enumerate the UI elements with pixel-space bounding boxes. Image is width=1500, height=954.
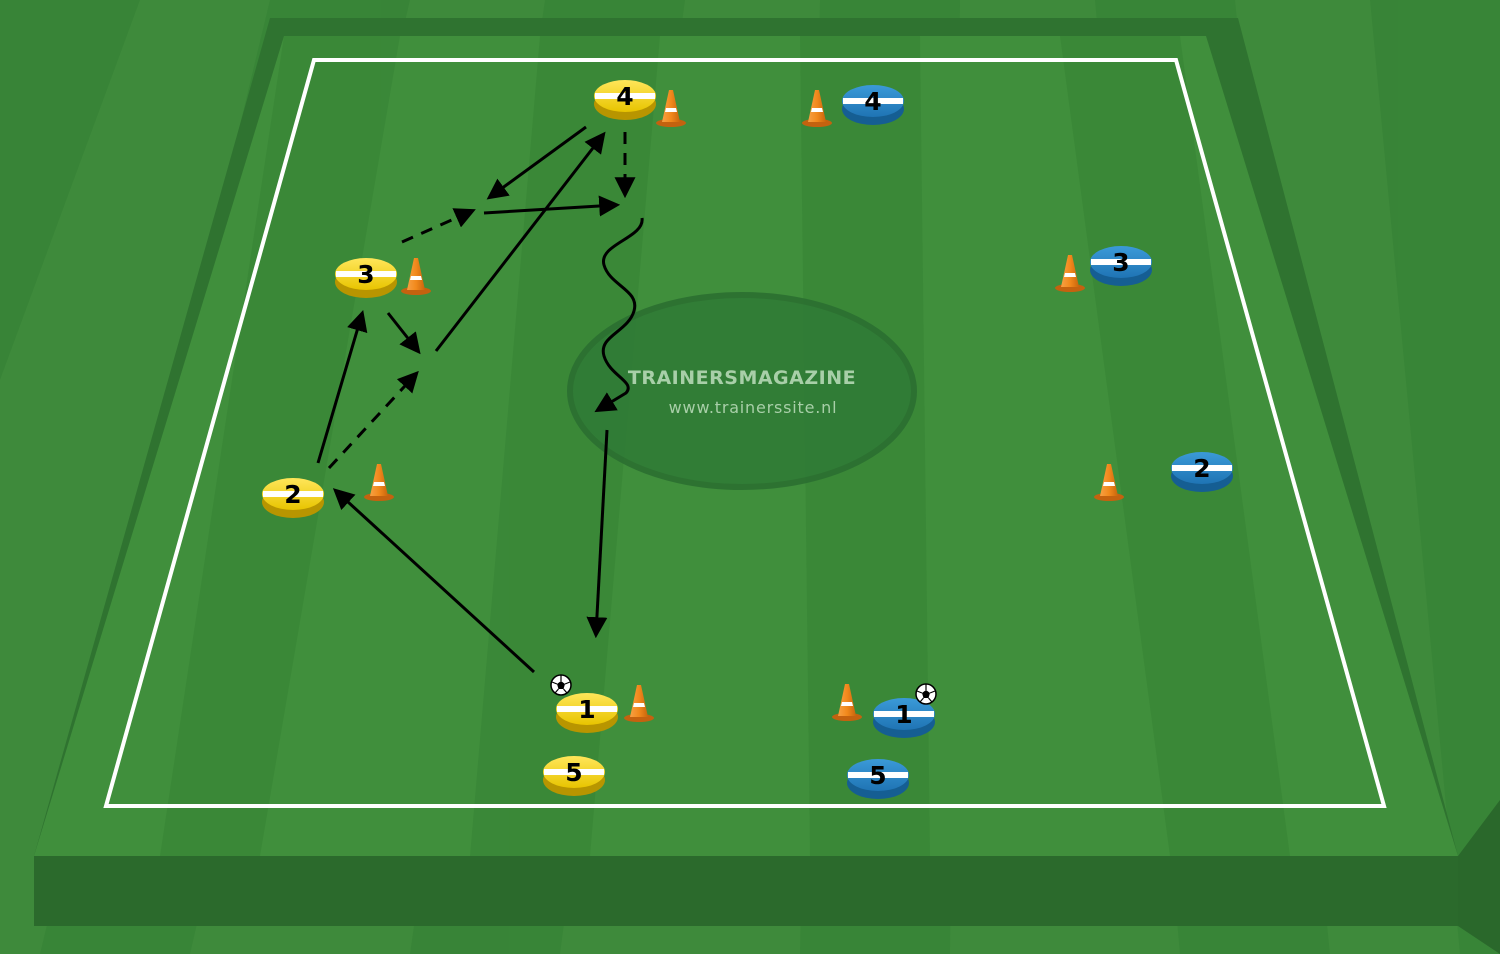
cone (401, 258, 431, 295)
pitch-boundary-line (103, 58, 1387, 808)
balls (550, 674, 937, 705)
player-yellow-1: 1 (556, 693, 618, 733)
run-arrow-3-short (386, 312, 421, 355)
player-yellow-3: 3 (335, 258, 397, 298)
player-yellow-4: 4 (594, 80, 656, 120)
player-blue-1: 1 (873, 698, 935, 738)
player-label: 1 (578, 695, 595, 724)
team-blue: 4 3 2 1 5 (842, 85, 1233, 799)
pass-arrow-4-back (486, 125, 587, 200)
player-blue-4: 4 (842, 85, 904, 125)
dribble-arrow (594, 217, 644, 413)
run-arrow-3-dashed (401, 208, 476, 244)
ball-icon (550, 674, 572, 696)
player-label: 4 (616, 82, 633, 111)
cone (624, 685, 654, 722)
cone (656, 90, 686, 127)
cone (802, 90, 832, 127)
run-arrow-2-dashed (327, 370, 419, 470)
player-blue-2: 2 (1171, 452, 1233, 492)
cone (832, 684, 862, 721)
player-label: 1 (895, 700, 912, 729)
player-label: 5 (565, 758, 582, 787)
player-yellow-2: 2 (262, 478, 324, 518)
pass-arrow-2-to-3 (316, 309, 368, 464)
player-label: 3 (1112, 248, 1129, 277)
pass-arrow-to-1 (586, 429, 609, 639)
watermark-title: TRAINERSMAGAZINE (628, 367, 856, 389)
player-label: 5 (869, 761, 886, 790)
cone (1055, 255, 1085, 292)
watermark-url: www.trainerssite.nl (669, 398, 838, 417)
player-label: 2 (1193, 454, 1210, 483)
ball-icon (915, 683, 937, 705)
watermark: TRAINERSMAGAZINE www.trainerssite.nl (567, 292, 917, 490)
player-yellow-5: 5 (543, 756, 605, 796)
player-blue-5: 5 (847, 759, 909, 799)
player-label: 2 (284, 480, 301, 509)
team-yellow: 4 3 2 1 5 (262, 80, 656, 796)
player-label: 3 (357, 260, 374, 289)
pass-arrow-forward (483, 195, 621, 217)
cone (364, 464, 394, 501)
movement-arrows (316, 125, 644, 674)
pass-arrow-to-4 (434, 131, 606, 352)
player-blue-3: 3 (1090, 246, 1152, 286)
pass-arrow-1-to-2 (332, 488, 536, 674)
watermark-ellipse (567, 292, 917, 490)
player-label: 4 (864, 87, 881, 116)
cone (1094, 464, 1124, 501)
cones (364, 90, 1124, 722)
